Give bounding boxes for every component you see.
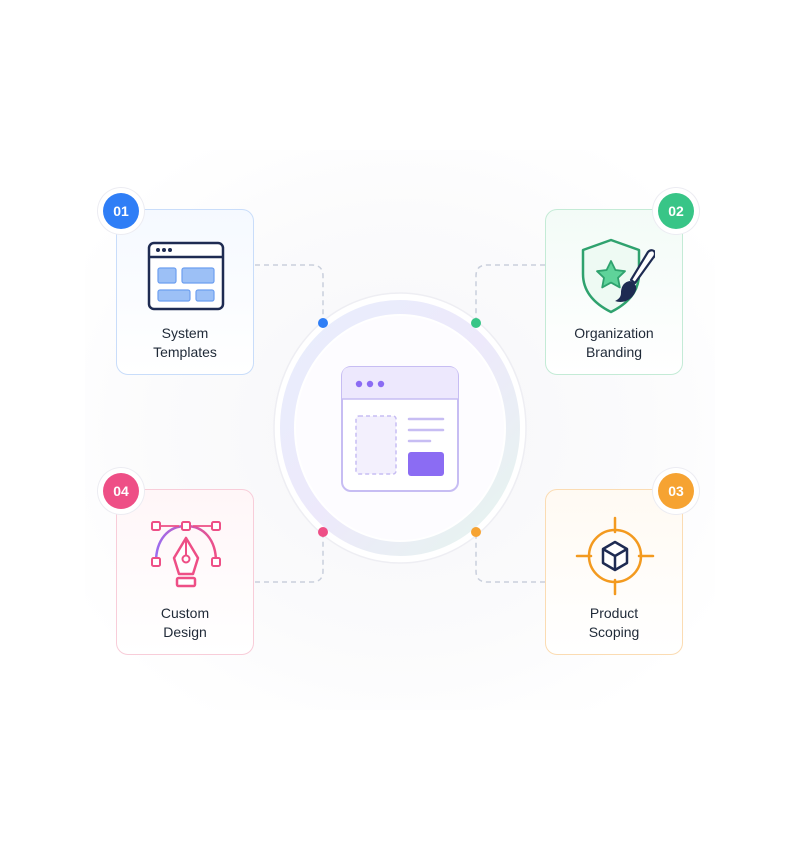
- connector-dot-2: [471, 318, 481, 328]
- connector-dot-3: [471, 527, 481, 537]
- step-number-badge-03: 03: [658, 473, 694, 509]
- connector-dot-1: [318, 318, 328, 328]
- target-cube-icon: [575, 516, 655, 596]
- browser-layout-icon: [341, 366, 459, 492]
- step-label: Product Scoping: [588, 605, 640, 640]
- connector-line-3: [475, 532, 545, 583]
- step-card-product-scoping: Product Scoping: [545, 489, 683, 655]
- connector-line-2: [475, 264, 545, 323]
- connector-line-1: [255, 264, 324, 323]
- step-label: Custom Design: [160, 605, 210, 640]
- connector-line-4: [255, 532, 324, 583]
- step-number-badge-02: 02: [658, 193, 694, 229]
- step-card-system-templates: System Templates: [116, 209, 254, 375]
- step-label: Organization Branding: [574, 325, 654, 360]
- step-card-organization-branding: Organization Branding: [545, 209, 683, 375]
- step-number-badge-01: 01: [103, 193, 139, 229]
- shield-star-brush-icon: [581, 238, 655, 314]
- connector-dot-4: [318, 527, 328, 537]
- step-number-badge-04: 04: [103, 473, 139, 509]
- step-label: System Templates: [153, 325, 217, 360]
- browser-template-icon: [147, 241, 225, 311]
- pen-tool-bezier-icon: [151, 521, 221, 588]
- step-card-custom-design: Custom Design: [116, 489, 254, 655]
